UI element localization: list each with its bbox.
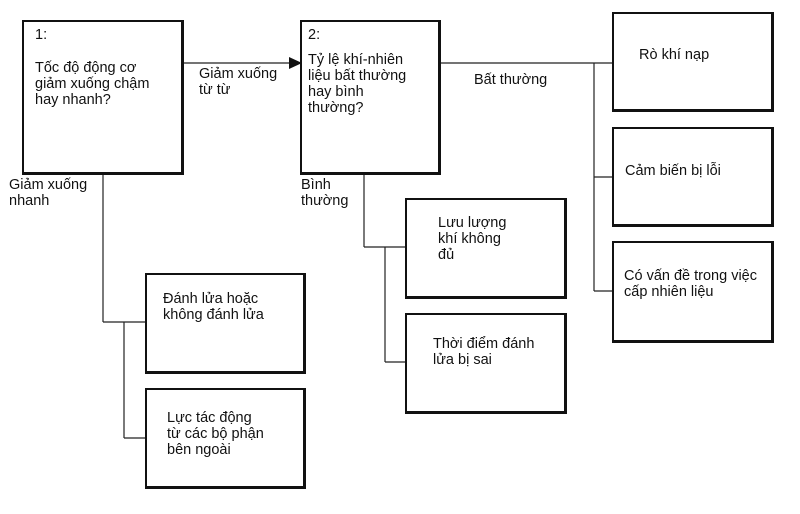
edge-label-normal: Bình thường (301, 177, 349, 209)
arrow-head (289, 57, 302, 69)
cause-box-ignition-timing (405, 313, 567, 414)
cause-box-fuel-supply (612, 241, 774, 343)
edge-label-slow: Giảm xuống từ từ (199, 66, 278, 98)
cause-box-intake-leak (612, 12, 774, 112)
cause-ignition-timing: Thời điểm đánh lửa bị sai (433, 336, 535, 368)
question-box-1 (22, 20, 184, 175)
cause-misfire: Đánh lửa hoặc không đánh lửa (163, 291, 264, 323)
edge-label-abnormal: Bất thường (474, 72, 548, 88)
question-1-text: Tốc độ động cơ giảm xuống chậm hay nhanh… (35, 60, 150, 108)
cause-fuel-supply: Có vấn đề trong việc cấp nhiên liệu (624, 268, 757, 300)
cause-box-sensor-fault (612, 127, 774, 227)
cause-box-misfire (145, 273, 306, 374)
question-box-2 (300, 20, 441, 175)
cause-box-external-force (145, 388, 306, 489)
question-2-text: Tỷ lệ khí-nhiên liệu bất thường hay bình… (308, 52, 407, 116)
cause-sensor-fault: Cảm biến bị lỗi (625, 163, 721, 179)
cause-box-airflow (405, 198, 567, 299)
question-2-number: 2: (308, 27, 321, 43)
cause-airflow: Lưu lượng khí không đủ (438, 215, 507, 263)
cause-intake-leak: Rò khí nạp (639, 47, 710, 63)
question-1-number: 1: (35, 27, 48, 43)
cause-external-force: Lực tác động từ các bộ phận bên ngoài (167, 410, 264, 458)
edge-label-fast: Giảm xuống nhanh (9, 177, 88, 209)
